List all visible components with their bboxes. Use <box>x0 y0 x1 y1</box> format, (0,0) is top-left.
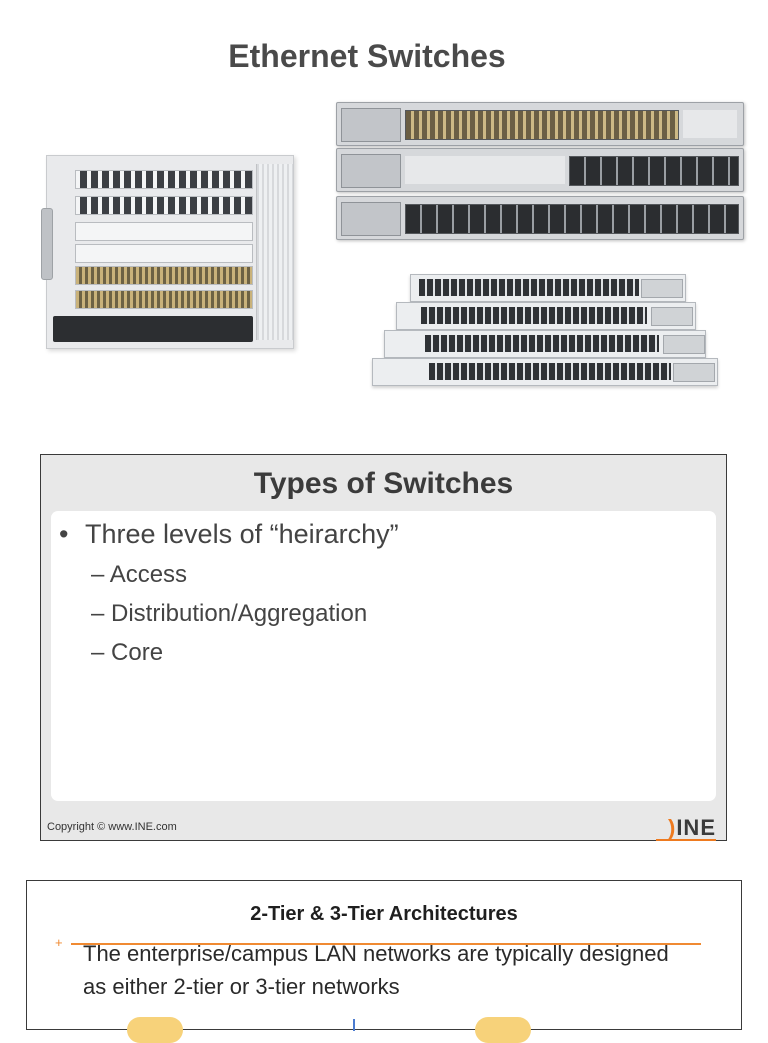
management-ports <box>341 108 401 142</box>
management-ports <box>341 202 401 236</box>
logo-swoosh-icon: ) <box>667 815 677 840</box>
slide-title: Types of Switches <box>253 467 514 500</box>
access-switch-image <box>410 274 686 302</box>
connector-line <box>353 1019 355 1031</box>
bullet-item: • Three levels of “heirarchy” <box>59 519 399 550</box>
rj45-port-bank <box>419 279 639 296</box>
aggregation-switch-image <box>336 148 744 192</box>
access-switch-image <box>396 302 696 330</box>
qsfp-port-bank <box>405 204 739 234</box>
slide-title: Ethernet Switches <box>228 38 506 74</box>
bullet-dot: • <box>59 519 69 549</box>
bullet-text: The enterprise/campus LAN networks are t… <box>83 941 669 999</box>
line-card <box>75 196 253 215</box>
supervisor-card <box>75 222 253 241</box>
uplink-ports <box>651 307 693 326</box>
supervisor-card <box>75 244 253 263</box>
uplink-ports <box>663 335 705 354</box>
chassis-switch-image <box>41 155 294 349</box>
core-switch-image <box>336 196 744 240</box>
slide-tier-architectures: 2-Tier & 3-Tier Architectures + The ente… <box>26 880 742 1043</box>
rj45-port-bank <box>429 363 671 380</box>
accent-line <box>71 943 701 945</box>
slide-types-of-switches: Types of Switches • Three levels of “heir… <box>40 454 727 841</box>
sub-item-access: – Access <box>91 561 188 588</box>
rj45-port-bank <box>421 307 647 324</box>
power-supply-bay <box>53 316 253 342</box>
uplink-module <box>683 110 737 138</box>
cloud-icon <box>475 1017 531 1043</box>
uplink-ports <box>673 363 715 382</box>
blank-panel <box>405 156 565 184</box>
logo-text: INE <box>676 815 716 840</box>
fiber-card <box>75 266 253 285</box>
logo-underline <box>656 839 716 841</box>
aggregation-switch-image <box>336 102 744 146</box>
cloud-icon <box>127 1017 183 1043</box>
access-switch-image <box>372 358 718 386</box>
copyright-text: Copyright © www.INE.com <box>47 821 177 833</box>
fiber-card <box>75 290 253 309</box>
slide-title: 2-Tier & 3-Tier Architectures <box>250 903 518 925</box>
management-ports <box>341 154 401 188</box>
content-panel: • Three levels of “heirarchy” – Access – … <box>51 511 716 801</box>
bullet-text: Three levels of “heirarchy” <box>85 519 399 549</box>
uplink-ports <box>641 279 683 298</box>
chassis-handle <box>41 208 53 280</box>
sub-item-distribution: – Distribution/Aggregation <box>91 600 368 627</box>
rj45-port-bank <box>425 335 659 352</box>
sub-item-core: – Core <box>91 639 164 666</box>
line-card <box>75 170 253 189</box>
side-vent <box>256 164 293 340</box>
access-switch-image <box>384 330 706 358</box>
ine-logo: )INE <box>668 815 716 841</box>
qsfp-port-bank <box>569 156 739 186</box>
sfp-port-bank <box>405 110 679 140</box>
plus-bullet-icon: + <box>55 935 63 950</box>
